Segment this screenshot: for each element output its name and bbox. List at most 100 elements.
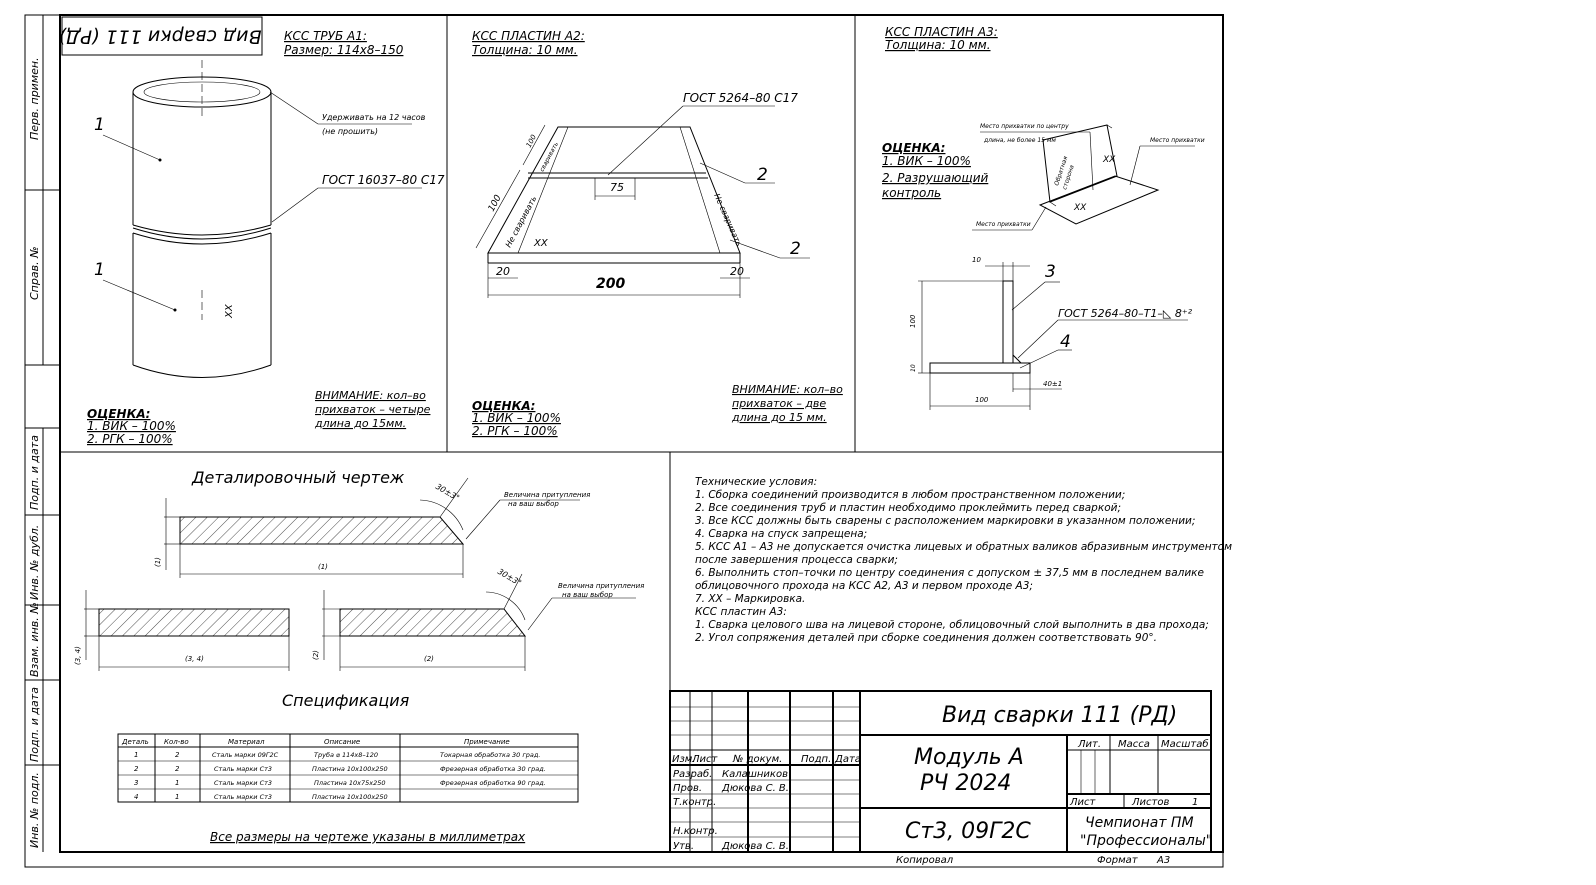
tb-role-check: Пров. [673, 783, 702, 794]
detail-plate-2 [98, 608, 290, 637]
spec-footer: Все размеры на чертеже указаны в миллиме… [210, 830, 526, 844]
spec-r2c4: Фрезерная обработка 90 град. [440, 779, 546, 787]
detail-blunt2b: на ваш выбор [562, 591, 613, 599]
tech-line-11: 1. Сварка целового шва на лицевой сторон… [695, 619, 1209, 631]
tb-col-sign: Подп. [801, 754, 831, 765]
a3-tack-center1: Место прихватки по центру [980, 123, 1069, 130]
section-detail: Деталировочный чертеж (1) (1) 30±3° Вели… [74, 468, 644, 671]
a1-warning1: ВНИМАНИЕ: кол–во [315, 389, 426, 402]
tb-org2: "Профессионалы" [1080, 833, 1212, 849]
a3-rating2: 2. Разрушающий [882, 171, 988, 185]
a2-mark: ХХ [533, 238, 549, 249]
a1-title: КСС ТРУБ А1: [284, 29, 367, 43]
tech-line-2: 2. Все соединения труб и пластин необход… [695, 502, 1121, 514]
a3-iso-base [1038, 175, 1160, 225]
tb-role-tcontr: Т.контр. [673, 797, 716, 808]
tb-role-dev: Разраб. [673, 768, 712, 780]
tb-name-check: Дюкова С. В. [721, 783, 789, 794]
spec-r2c2: Сталь марки Ст3 [214, 779, 272, 787]
tb-org1: Чемпионат ПМ [1085, 815, 1194, 831]
a3-rating-title: ОЦЕНКА: [882, 141, 945, 155]
a3-thickness: Толщина: 10 мм. [885, 38, 991, 52]
detail-plate-3 [339, 608, 527, 637]
tech-line-8: облицовочного прохода на КСС А2, А3 и пе… [695, 580, 1033, 592]
tb-championship-code: РЧ 2024 [920, 771, 1011, 796]
a3-tack-right: Место прихватки [1150, 137, 1205, 144]
tech-line-3: 3. Все КСС должны быть сварены с располо… [695, 515, 1195, 527]
a1-rating-title: ОЦЕНКА: [87, 407, 150, 421]
tb-sheets-value: 1 [1192, 797, 1198, 808]
a1-rating2: 2. РГК – 100% [87, 432, 173, 446]
detail-dim-len1: (1) [318, 563, 328, 571]
spec-table [117, 733, 579, 803]
spec-r3c1: 1 [175, 793, 179, 801]
tb-material: Ст3, 09Г2С [905, 819, 1031, 844]
a2-dim20b: 20 [730, 265, 744, 278]
stamp-vzam: Взам. инв. № [28, 602, 41, 677]
spec-title: Спецификация [282, 691, 410, 710]
spec-r1c1: 2 [175, 765, 180, 773]
tb-sheets: Листов [1131, 797, 1169, 808]
detail-dim-len3: (2) [424, 655, 434, 663]
a3-dim10: 10 [972, 256, 981, 264]
a3-mark1: ХХ [1102, 155, 1116, 165]
a2-dim20a: 20 [496, 265, 510, 278]
a3-title: КСС ПЛАСТИН А3: [885, 25, 998, 39]
a1-note1: Удерживать на 12 часов [322, 113, 426, 122]
a3-part4: 4 [1060, 332, 1071, 352]
spec-r2c3: Пластина 10х75х250 [314, 779, 386, 787]
a2-part2b: 2 [790, 239, 801, 259]
spec-r3c3: Пластина 10х100х250 [312, 793, 388, 801]
a3-dim40: 40±1 [1043, 380, 1062, 388]
a2-rating-title: ОЦЕНКА: [472, 399, 535, 413]
a3-rating3: контроль [882, 186, 941, 200]
spec-h2: Материал [228, 738, 265, 746]
tb-mass: Масса [1118, 739, 1150, 750]
a3-mark2: ХХ [1073, 203, 1087, 213]
spec-h0: Деталь [121, 738, 149, 746]
spec-r0c2: Сталь марки 09Г2С [212, 751, 279, 759]
tb-scale: Масштаб [1161, 738, 1209, 750]
inner-frame [59, 14, 1224, 853]
tech-line-10: КСС пластин А3: [695, 606, 787, 618]
stamp-inv-podl: Инв. № подл. [28, 772, 41, 848]
spec-r0c0: 1 [134, 751, 138, 759]
spec-h1: Кол-во [164, 738, 189, 746]
a1-part1-top: 1 [94, 115, 105, 135]
tech-line-9: 7. ХХ – Маркировка. [695, 593, 805, 605]
spec-r0c4: Токарная обработка 30 град. [440, 751, 540, 759]
a2-rating2: 2. РГК – 100% [472, 424, 558, 438]
section-tech-conditions: Технические условия: 1. Сборка соединени… [695, 476, 1232, 644]
tb-sheet: Лист [1069, 797, 1097, 808]
section-spec: Спецификация Деталь Кол-во Материал Опис… [117, 691, 579, 844]
spec-r1c0: 2 [134, 765, 139, 773]
tb-col-list: Лист [691, 754, 719, 765]
mirrored-title-box [61, 16, 263, 56]
tech-line-1: 1. Сборка соединений производится в любо… [695, 489, 1125, 501]
a2-part2a: 2 [757, 165, 768, 185]
a1-warning2: прихваток – четыре [315, 403, 431, 416]
tech-line-4: 4. Сварка на спуск запрещена; [695, 528, 867, 540]
pipe-weld-bead [132, 227, 272, 245]
detail-blunt2a: Величина притупления [558, 582, 644, 590]
a2-title: КСС ПЛАСТИН А2: [472, 29, 585, 43]
a1-mark: ХХ [224, 303, 235, 319]
tb-name-approve: Дюкова С. В. [721, 841, 789, 852]
a1-part1-bottom: 1 [94, 260, 105, 280]
a3-tack-left: Место прихватки [976, 221, 1031, 228]
spec-r2c0: 3 [134, 779, 138, 787]
a2-dim200: 200 [596, 276, 625, 292]
a2-warning2: прихваток – две [732, 397, 826, 410]
tb-module: Модуль А [914, 745, 1024, 770]
detail-angle1: 30±3° [434, 482, 461, 503]
tb-col-izm: Изм. [672, 754, 696, 765]
a3-web-plate [1002, 280, 1014, 364]
detail-dim-len2: (3, 4) [185, 655, 204, 663]
a2-thickness: Толщина: 10 мм. [472, 43, 578, 57]
detail-title: Деталировочный чертеж [191, 468, 405, 487]
a2-dim75: 75 [610, 181, 624, 194]
detail-dim-th2: (3, 4) [74, 646, 82, 665]
detail-angle2: 30±3° [496, 567, 523, 588]
a1-size: Размер: 114х8–150 [284, 43, 404, 57]
